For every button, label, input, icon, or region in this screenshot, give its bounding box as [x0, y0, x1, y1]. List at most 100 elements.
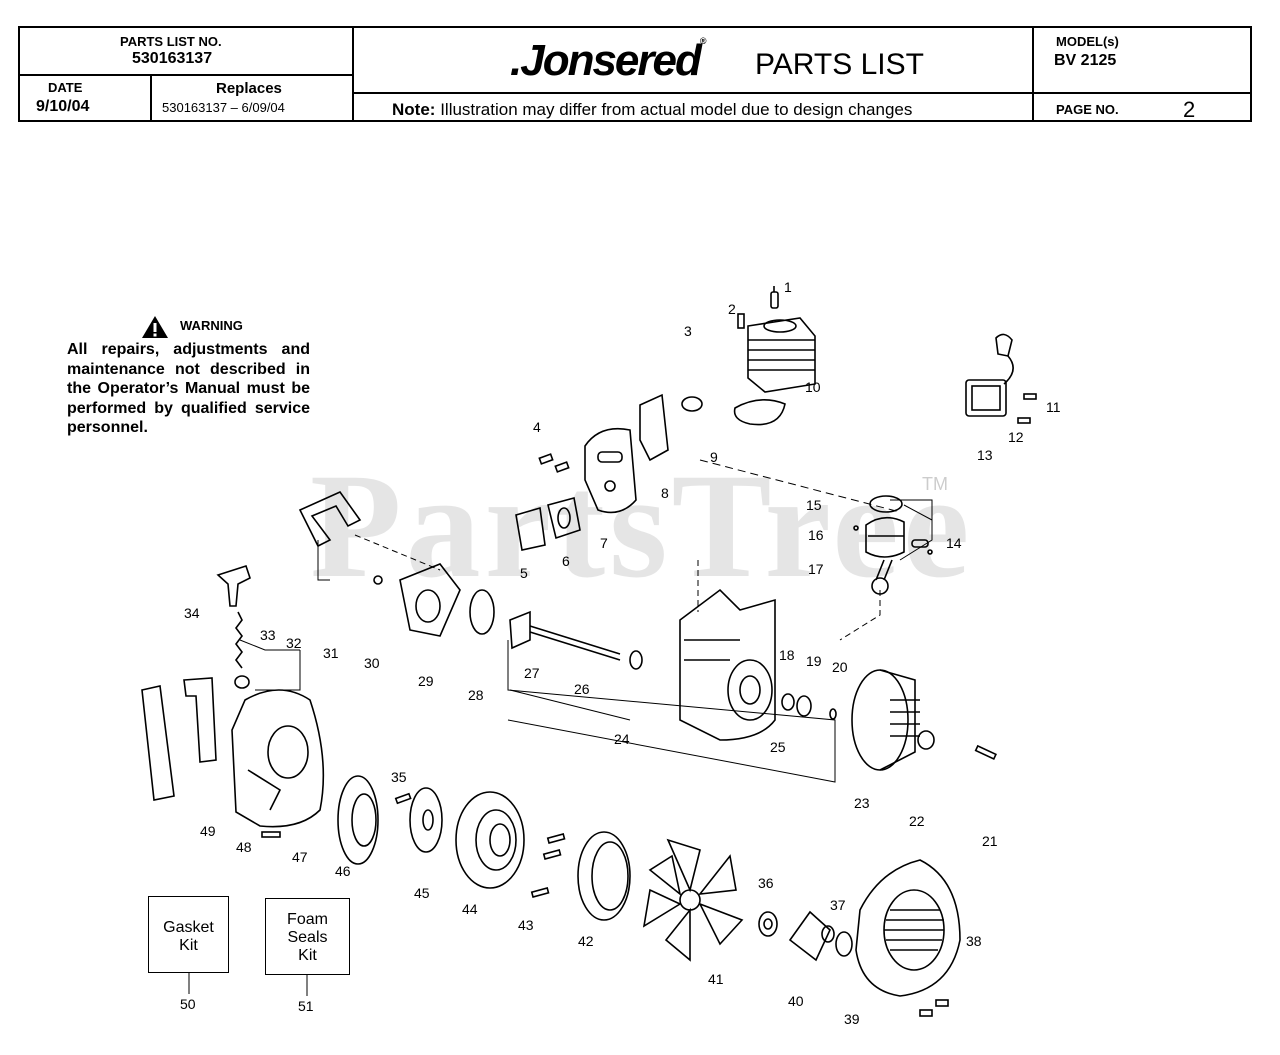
page-label: PAGE NO.: [1056, 102, 1119, 117]
date-label: DATE: [48, 80, 83, 95]
callout-30: 30: [364, 655, 380, 671]
callout-36: 36: [758, 875, 774, 891]
replaces-value: 530163137 – 6/09/04: [162, 100, 285, 115]
callout-2: 2: [728, 301, 736, 317]
callout-15: 15: [806, 497, 822, 513]
part-fan-hub: [788, 910, 853, 962]
kit-label: Seals: [287, 929, 328, 946]
callout-43: 43: [518, 917, 534, 933]
part-piston-assembly: [853, 495, 933, 595]
callout-28: 28: [468, 687, 484, 703]
part-crankcase: [679, 588, 776, 741]
part-ignition-module: [965, 333, 1037, 424]
kit-label: Kit: [179, 937, 198, 954]
header-divider: [352, 92, 1250, 94]
callout-10: 10: [805, 379, 821, 395]
callout-18: 18: [779, 647, 795, 663]
header-divider: [150, 74, 152, 120]
callout-16: 16: [808, 527, 824, 543]
part-muffler-plate: [515, 497, 581, 551]
callout-32: 32: [286, 635, 302, 651]
kit-label: Kit: [298, 947, 317, 964]
callout-48: 48: [236, 839, 252, 855]
page-number: 2: [1183, 97, 1196, 122]
part-fan-housing: [455, 791, 525, 889]
callout-7: 7: [600, 535, 608, 551]
part-heat-shield: [639, 393, 669, 462]
callout-40: 40: [788, 993, 804, 1009]
callout-14: 14: [946, 535, 962, 551]
foam-seals-kit-box: Foam Seals Kit: [265, 898, 350, 975]
callout-25: 25: [770, 739, 786, 755]
parts-list-no-label: PARTS LIST NO.: [120, 34, 222, 49]
callout-37: 37: [830, 897, 846, 913]
callout-9: 9: [710, 449, 718, 465]
callout-8: 8: [661, 485, 669, 501]
part-blower-housing: [231, 689, 325, 828]
watermark-tm: TM: [922, 474, 948, 494]
callout-41: 41: [708, 971, 724, 987]
callout-34: 34: [184, 605, 200, 621]
callout-6: 6: [562, 553, 570, 569]
warning-title: WARNING: [180, 318, 243, 333]
part-housing-screws: [261, 831, 281, 838]
callout-26: 26: [574, 681, 590, 697]
part-muffler: [584, 427, 637, 514]
page-title: PARTS LIST: [755, 48, 924, 81]
part-fan: [642, 838, 744, 962]
callout-12: 12: [1008, 429, 1024, 445]
part-cylinder: [747, 317, 816, 393]
kit-label: Foam: [287, 911, 328, 928]
callout-49: 49: [200, 823, 216, 839]
callout-51: 51: [298, 998, 314, 1014]
part-spark-plug: [770, 286, 779, 309]
gasket-kit-box: Gasket Kit: [148, 896, 229, 973]
part-foam-seal: [141, 677, 217, 801]
callout-21: 21: [982, 833, 998, 849]
callout-50: 50: [180, 996, 196, 1012]
callout-17: 17: [808, 561, 824, 577]
kit-label: Gasket: [163, 919, 214, 936]
brand-logo: .Jonsered®: [510, 36, 706, 85]
callout-29: 29: [418, 673, 434, 689]
callout-5: 5: [520, 565, 528, 581]
part-throttle-lever: [216, 564, 251, 689]
header-divider: [1032, 28, 1034, 120]
model-label: MODEL(s): [1056, 34, 1119, 49]
part-fan-screws: [530, 833, 566, 898]
callout-46: 46: [335, 863, 351, 879]
callout-1: 1: [784, 279, 792, 295]
callout-39: 39: [844, 1011, 860, 1027]
callout-31: 31: [323, 645, 339, 661]
part-screw: [373, 575, 383, 585]
warning-icon: [142, 316, 168, 338]
callout-38: 38: [966, 933, 982, 949]
callout-22: 22: [909, 813, 925, 829]
leader-lines: [239, 459, 933, 783]
callout-44: 44: [462, 901, 478, 917]
replaces-label: Replaces: [216, 80, 282, 97]
part-washer: [409, 787, 443, 853]
callout-42: 42: [578, 933, 594, 949]
part-pin: [974, 744, 997, 761]
header-divider: [20, 74, 352, 76]
callout-45: 45: [414, 885, 430, 901]
callout-33: 33: [260, 627, 276, 643]
model-value: BV 2125: [1054, 52, 1117, 69]
part-nut: [758, 911, 778, 937]
callout-27: 27: [524, 665, 540, 681]
part-bolt: [737, 313, 745, 329]
part-screw-small: [394, 792, 412, 805]
warning-text: All repairs, adjustments and maintenance…: [67, 341, 310, 436]
part-screws: [538, 453, 570, 473]
header-divider: [352, 28, 354, 120]
part-impeller: [337, 775, 379, 865]
part-outlet-ring: [577, 831, 631, 921]
callout-4: 4: [533, 419, 541, 435]
callout-24: 24: [614, 731, 630, 747]
callout-19: 19: [806, 653, 822, 669]
callout-20: 20: [832, 659, 848, 675]
